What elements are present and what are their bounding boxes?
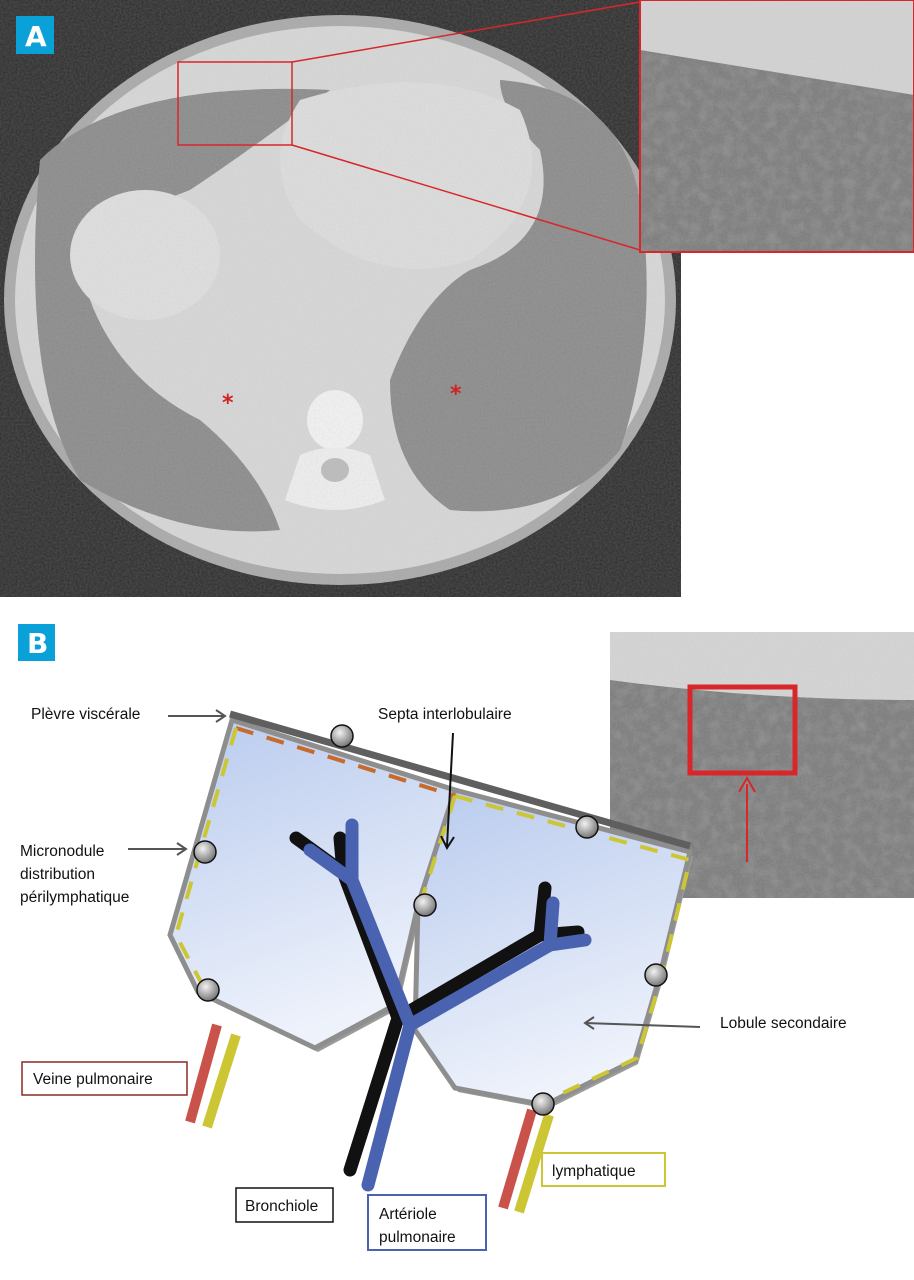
label-micronodule-3: périlymphatique [20,889,129,906]
ct-zoom-inset [640,0,914,252]
arrow-lobule [583,1016,701,1030]
micronodule [196,978,220,1002]
label-visceral-pleura: Plèvre viscérale [31,706,140,723]
label-secondary-lobule: Lobule secondaire [720,1015,847,1032]
svg-text:Bronchiole: Bronchiole [245,1198,318,1215]
arrow-septa [440,732,455,851]
arteriole-tree [303,818,592,1192]
micronodule [575,815,599,839]
panel-b-label: B [18,624,55,661]
micronodule [531,1092,555,1116]
svg-text:pulmonaire: pulmonaire [379,1229,456,1246]
panel-a-label: A [16,16,54,54]
lobule-indicator-arrow [738,775,756,862]
micronodule [330,724,354,748]
label-micronodule-1: Micronodule [20,843,104,860]
label-box-bronchiole: Bronchiole [235,1187,334,1223]
svg-text:lymphatique: lymphatique [552,1163,636,1180]
zoom-connector-bottom [291,144,641,251]
micronodules [193,724,668,1116]
visceral-pleura [229,710,691,850]
arrow-pleura [168,709,227,723]
label-box-vein: Veine pulmonaire [21,1061,188,1096]
svg-text:B: B [27,627,48,660]
zoom-region-box [177,61,293,146]
asterisk-right-lung: * [222,391,234,416]
zoom-connector-top [291,1,641,63]
svg-text:A: A [25,20,47,53]
arrow-micronodule [128,842,188,856]
inset-border [639,0,914,253]
label-interlobular-septa: Septa interlobulaire [378,706,512,723]
label-box-lymphatic: lymphatique [541,1152,666,1187]
micronodule [413,893,437,917]
label-micronodule-2: distribution [20,866,95,883]
ct-scan-image: * * [0,0,681,597]
micronodule [644,963,668,987]
lobule-highlight-box [687,684,798,776]
svg-text:Veine pulmonaire: Veine pulmonaire [33,1071,153,1088]
label-box-arteriole: Artériole pulmonaire [367,1194,487,1251]
asterisk-left-lung: * [450,382,462,407]
micronodule [193,840,217,864]
pulmonary-vein-lymphatic-right [498,1108,554,1214]
pulmonary-vein-lymphatic-left [185,1023,241,1129]
svg-text:Artériole: Artériole [379,1206,437,1223]
